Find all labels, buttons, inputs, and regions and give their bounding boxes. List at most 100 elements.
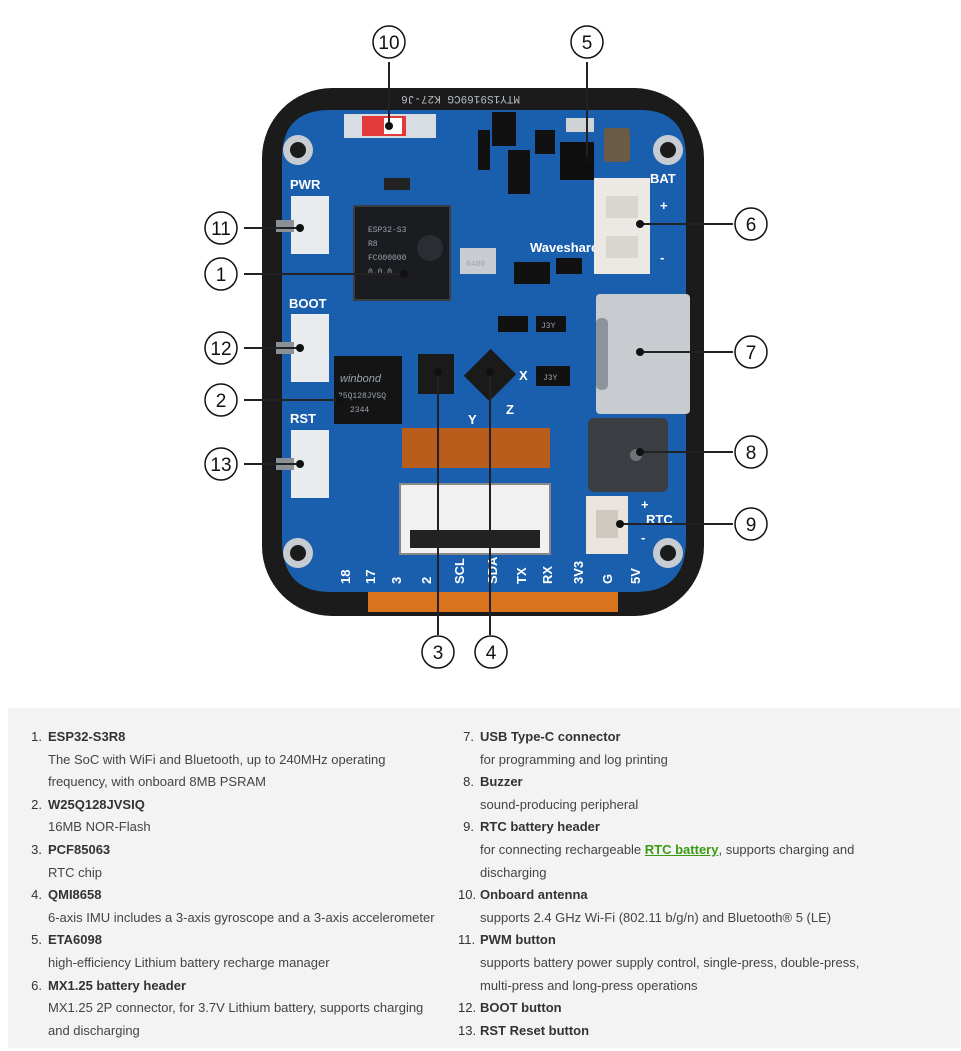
legend-number: 13. <box>458 1022 477 1038</box>
svg-text:Y: Y <box>468 412 477 427</box>
inductor <box>604 128 630 162</box>
legend-title: RST Reset button <box>480 1022 590 1038</box>
svg-text:8: 8 <box>746 443 757 464</box>
bat-label: BAT <box>650 171 676 186</box>
legend-description: MX1.25 2P connector, for 3.7V Lithium ba… <box>48 1000 424 1038</box>
svg-text:2: 2 <box>216 391 227 412</box>
callout-lines <box>244 62 733 635</box>
svg-text:winbond: winbond <box>340 373 382 385</box>
rtc-plus: + <box>641 497 649 512</box>
callout-7: 7 <box>734 335 768 369</box>
legend-number: 12. <box>458 1000 477 1016</box>
legend-item: 7. USB Type-C connector for programming an… <box>458 726 878 771</box>
svg-text:1: 1 <box>216 265 227 286</box>
callout-12: 12 <box>204 331 238 365</box>
legend-number: 5. <box>31 932 42 948</box>
callout-5: 5 <box>570 25 604 59</box>
pin-label: SCL <box>452 558 467 584</box>
legend-number: 8. <box>463 774 474 790</box>
legend-description: high-efficiency Lithium battery recharge… <box>48 954 330 970</box>
buzzer <box>588 418 668 492</box>
svg-text:3: 3 <box>433 643 444 664</box>
legend-title: ESP32-S3R8 <box>48 729 126 744</box>
pin-label: G <box>600 574 615 584</box>
legend-title: BOOT button <box>480 1000 562 1016</box>
svg-text:5: 5 <box>582 33 593 54</box>
svg-text:J3Y: J3Y <box>541 322 556 331</box>
legend-number: 10. <box>458 887 477 903</box>
pin-label: 3V3 <box>571 561 586 584</box>
legend-number: 3. <box>31 841 42 857</box>
callout-dots <box>296 122 644 528</box>
callout-13: 13 <box>204 447 238 481</box>
pin-label: 5V <box>628 568 643 584</box>
board-diagram: MTY1S9169CG K27-J6 PWR BOOT RST BAT + - … <box>204 25 768 669</box>
legend-title: RTC battery header <box>480 819 600 835</box>
svg-text:11: 11 <box>211 219 231 240</box>
legend-number: 1. <box>31 729 42 744</box>
legend-item: 13.RST Reset button <box>458 1020 878 1043</box>
legend-description: 16MB NOR-Flash <box>48 819 151 835</box>
legend-description: for connecting rechargeable RTC battery,… <box>480 841 855 880</box>
legend-title: Buzzer <box>480 774 523 790</box>
svg-text:0.0.0: 0.0.0 <box>368 268 392 277</box>
svg-text:FC000000: FC000000 <box>368 254 407 263</box>
legend-description: RTC chip <box>48 864 102 880</box>
callout-9: 9 <box>734 507 768 541</box>
pin-label: 3 <box>389 577 404 584</box>
callout-6: 6 <box>734 207 768 241</box>
legend-title: PWM button <box>480 932 556 948</box>
legend-item: 5. ETA6098 high-efficiency Lithium battery… <box>26 929 446 974</box>
legend-description: for programming and log printing <box>480 751 668 767</box>
pwr-label: PWR <box>290 177 321 192</box>
pin-label: SDA <box>485 556 500 584</box>
boot-label: BOOT <box>289 296 327 311</box>
legend-description: supports battery power supply control, s… <box>480 954 860 993</box>
svg-text:2344: 2344 <box>350 406 369 415</box>
svg-text:Z: Z <box>506 402 514 417</box>
rtc-battery-link[interactable]: RTC battery <box>644 841 719 857</box>
svg-text:J3Y: J3Y <box>543 374 558 383</box>
board-svg: MTY1S9169CG K27-J6 PWR BOOT RST BAT + - … <box>204 25 768 669</box>
callout-3: 3 <box>421 635 455 669</box>
callout-10: 10 <box>372 25 406 59</box>
legend-number: 2. <box>31 796 42 812</box>
legend-number: 7. <box>463 729 474 744</box>
rst-label: RST <box>290 411 316 426</box>
legend-number: 4. <box>31 887 42 903</box>
svg-text:6400: 6400 <box>466 260 485 269</box>
callout-1: 1 <box>204 257 238 291</box>
legend-number: 6. <box>31 977 42 993</box>
legend-number: 9. <box>463 819 474 835</box>
flash-chip <box>334 356 402 424</box>
legend-title: ETA6098 <box>48 932 102 948</box>
legend-description: 6-axis IMU includes a 3-axis gyroscope a… <box>48 909 435 925</box>
legend-title: USB Type-C connector <box>480 729 621 744</box>
serial-text: MTY1S9169CG K27-J6 <box>401 92 520 104</box>
pwr-button <box>291 196 329 254</box>
svg-text:10: 10 <box>378 33 399 54</box>
bat-plus: + <box>660 198 668 213</box>
svg-text:R8: R8 <box>368 240 378 249</box>
callout-8: 8 <box>734 435 768 469</box>
svg-text:6: 6 <box>746 215 757 236</box>
pin-label: 17 <box>363 570 378 584</box>
callout-4: 4 <box>474 635 508 669</box>
rtc-minus: - <box>641 530 645 545</box>
legend-title: QMI8658 <box>48 887 102 903</box>
legend-item: 4. QMI8658 6-axis IMU includes a 3-axis gy… <box>26 884 446 929</box>
pin-label: TX <box>514 567 529 584</box>
callout-2: 2 <box>204 383 238 417</box>
legend-title: Onboard antenna <box>480 887 588 903</box>
svg-text:4: 4 <box>486 643 497 664</box>
callouts: 1 2 3 4 5 6 7 8 9 10 11 12 13 <box>204 25 768 669</box>
svg-text:12: 12 <box>210 339 231 360</box>
